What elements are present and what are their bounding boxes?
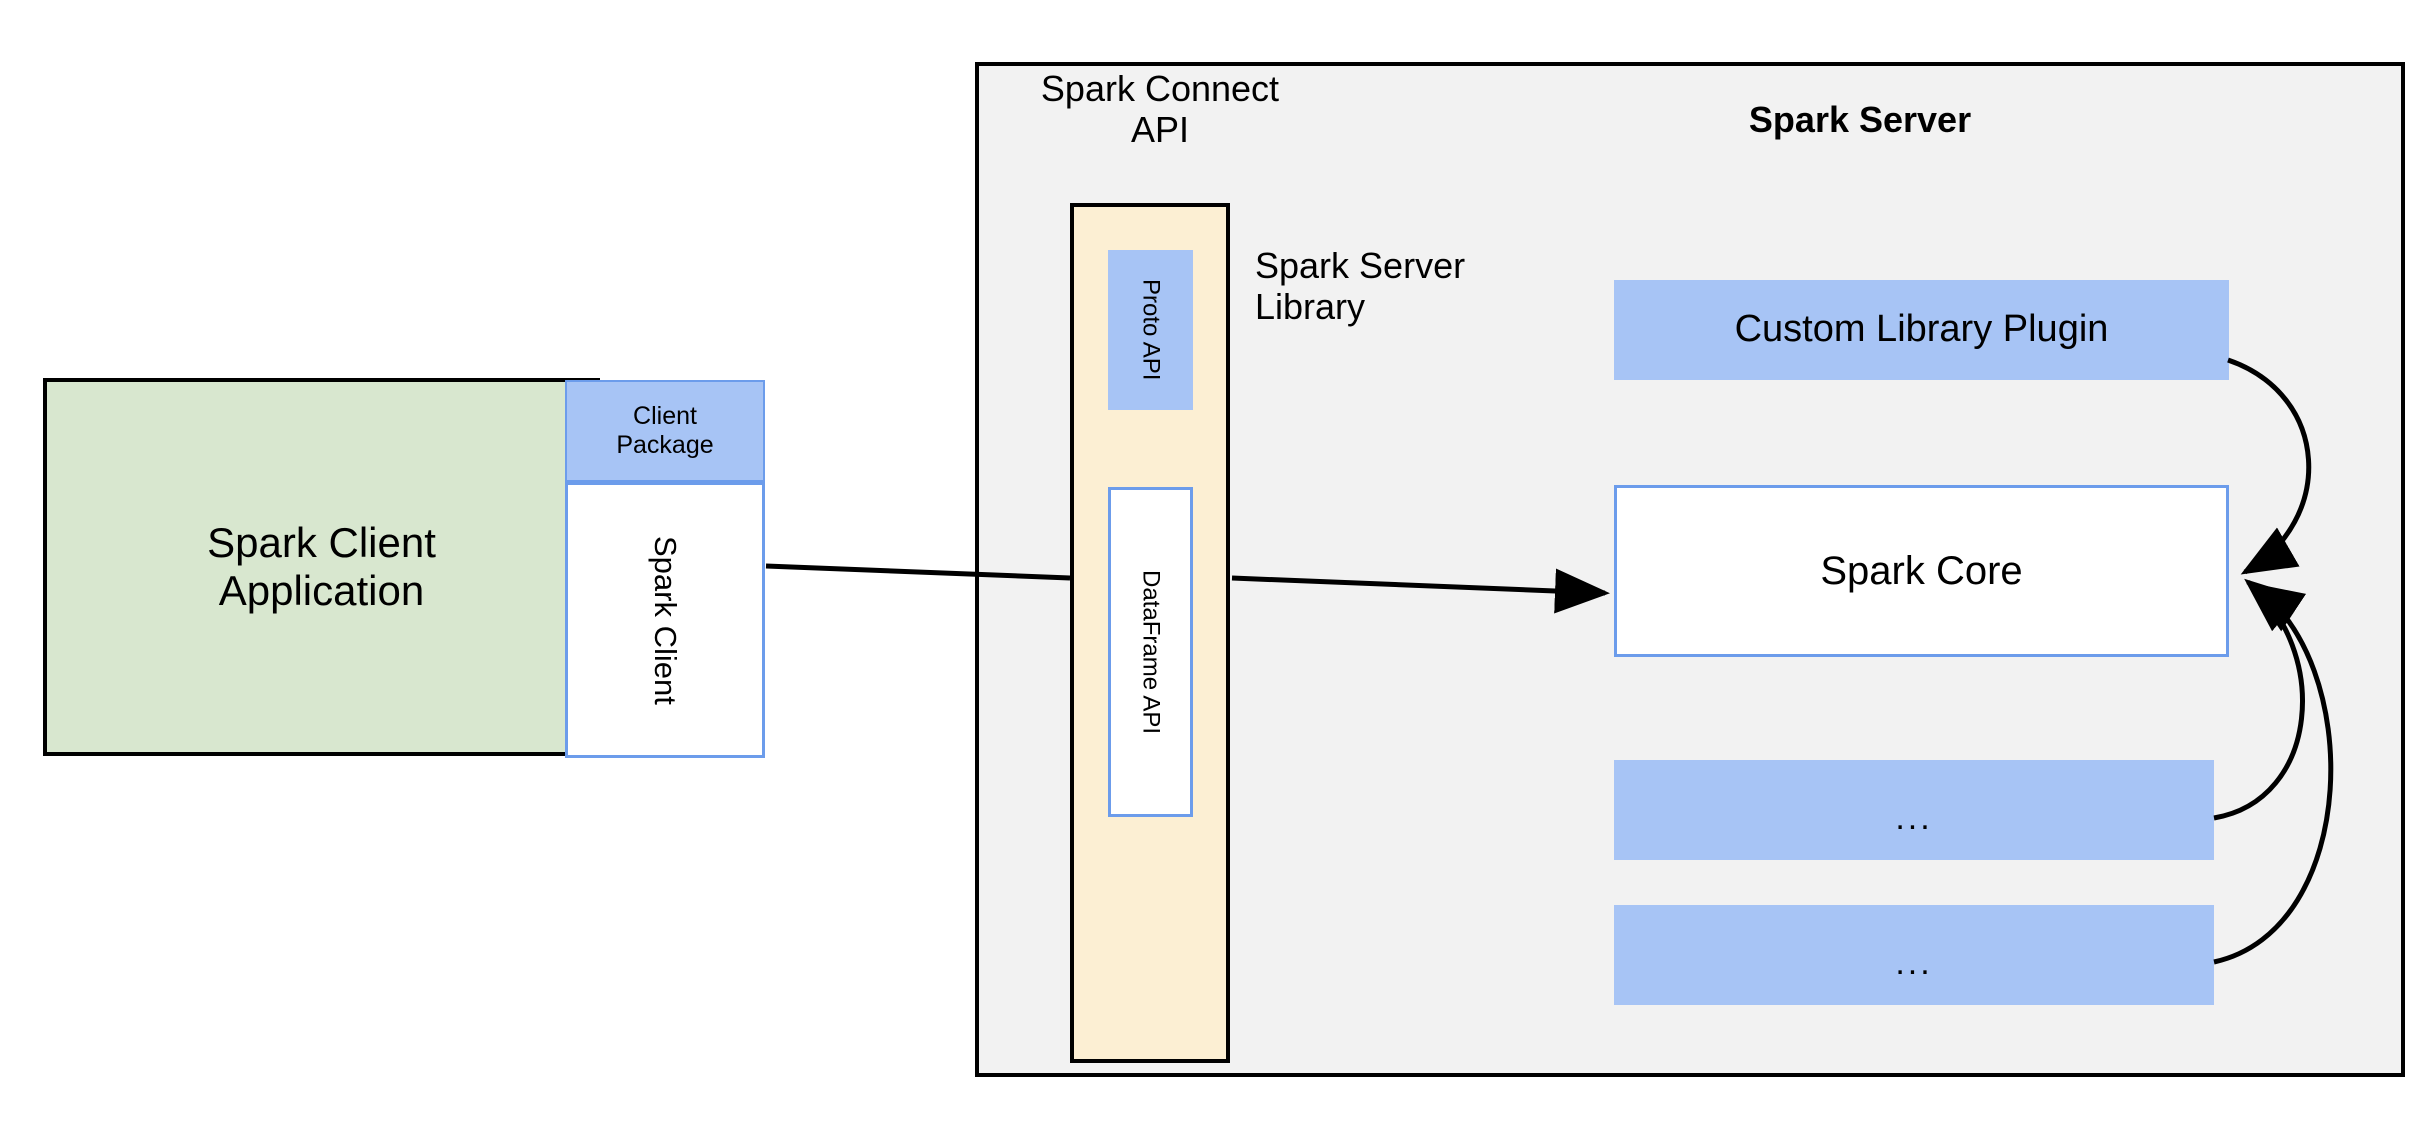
spark-client-application-label: Spark Client Application <box>207 518 436 614</box>
spark-connect-api-label: Spark Connect API <box>1010 68 1310 158</box>
dataframe-api-box: DataFrame API <box>1108 487 1193 817</box>
custom-library-plugin-box: Custom Library Plugin <box>1614 280 2229 380</box>
spark-connect-api-label-line2: API <box>1130 109 1190 151</box>
component-ellipsis-2-box: ... <box>1614 905 2214 1005</box>
client-package-label: Client Package <box>616 402 714 459</box>
spark-server-library-label-line1: Spark Server <box>1255 245 1466 286</box>
spark-core-box: Spark Core <box>1614 485 2229 657</box>
component-ellipsis-1-box: ... <box>1614 760 2214 860</box>
proto-api-box: Proto API <box>1108 250 1193 410</box>
spark-client-box: Spark Client <box>565 482 765 758</box>
spark-client-label: Spark Client <box>647 535 683 705</box>
spark-connect-api-label-line1: Spark Connect <box>1040 68 1280 109</box>
spark-client-application-box: Spark Client Application <box>43 378 600 756</box>
spark-server-library-label: Spark Server Library <box>1255 245 1545 345</box>
client-package-box: Client Package <box>565 380 765 482</box>
spark-server-title: Spark Server <box>1748 99 1972 141</box>
proto-api-label: Proto API <box>1137 279 1165 381</box>
dataframe-api-label: DataFrame API <box>1137 569 1165 735</box>
spark-server-library-label-line2: Library <box>1255 286 1366 328</box>
